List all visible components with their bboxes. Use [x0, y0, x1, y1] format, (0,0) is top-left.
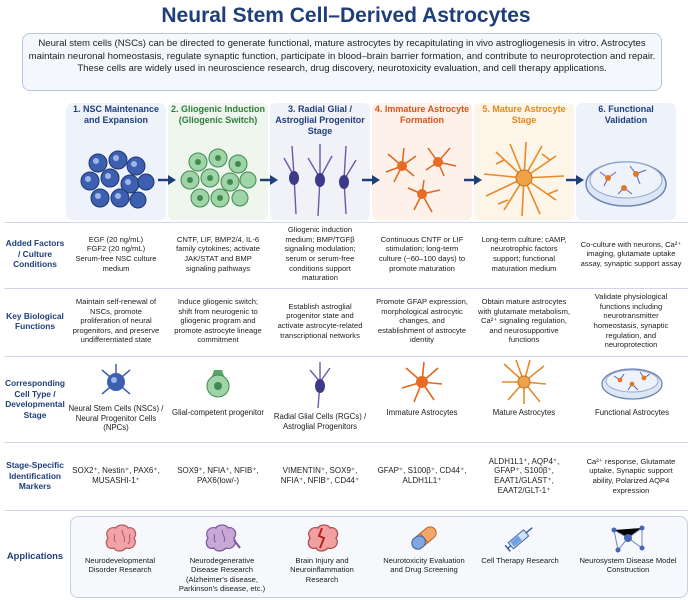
immature-astrocyte-cell-icon — [401, 361, 443, 403]
page-title: Neural Stem Cell–Derived Astrocytes — [161, 4, 531, 27]
app-label: Cell Therapy Research — [481, 556, 559, 565]
factors-cell: Co-culture with neurons, Ca²⁺ imaging, g… — [580, 239, 682, 268]
petri-dish-icon — [585, 161, 667, 207]
markers-cell: ALDH1L1⁺, AQP4⁺, GFAP⁺, S100β⁺, EAAT1/GL… — [488, 456, 560, 495]
app-label: Neurodevelopmental Disorder Research — [84, 556, 156, 575]
stage-4-heading: 4. Immature Astrocyte Formation — [374, 104, 470, 125]
arrow-right-icon — [362, 175, 380, 185]
markers-cell: SOX9⁺, NFIA⁺, NFIB⁺, PAX6(low/-) — [177, 466, 259, 485]
brain-degenerative-icon — [205, 524, 241, 552]
stage-1-heading: 1. NSC Maintenance and Expansion — [72, 104, 160, 125]
row-label-markers: Stage-Specific Identification Markers — [6, 460, 64, 492]
mature-astrocyte-icon — [483, 141, 565, 217]
nsc-cell-icon — [101, 364, 131, 395]
app-label: Neurotoxicity Evaluation and Drug Screen… — [383, 556, 465, 575]
app-item: Brain Injury and Neuroinflammation Resea… — [276, 522, 368, 584]
brain-icon — [105, 524, 137, 552]
functions-cell: Promote GFAP expression, morphological a… — [376, 297, 468, 345]
capsule-icon — [411, 526, 437, 550]
intro-text: Neural stem cells (NSCs) can be directed… — [22, 33, 662, 91]
stage-3-heading: 3. Radial Glial / Astroglial Progenitor … — [275, 104, 365, 136]
factors-cell: Long-term culture; cAMP, neurotrophic fa… — [481, 234, 567, 273]
stage-2-heading: 2. Gliogenic Induction (Gliogenic Switch… — [170, 104, 265, 125]
arrow-right-icon — [464, 175, 482, 185]
functions-cell: Validate physiological functions includi… — [593, 292, 669, 350]
stage-column-bg — [372, 103, 472, 220]
immature-astrocyte-icon — [385, 147, 457, 213]
arrow-right-icon — [566, 175, 584, 185]
app-item: Cell Therapy Research — [474, 522, 566, 565]
petri-dish-small-icon — [601, 368, 663, 400]
functions-cell: Establish astroglial progenitor state an… — [277, 301, 363, 340]
row-divider — [4, 442, 688, 443]
app-label: Neurosystem Disease Model Construction — [579, 556, 677, 575]
factors-cell: CNTF, LIF, BMP2/4, IL-6 family cytokines… — [176, 234, 260, 273]
row-divider — [4, 510, 688, 511]
nsc-cluster-icon — [80, 150, 155, 209]
network-icon — [611, 525, 645, 553]
row-label-factors: Added Factors / Culture Conditions — [5, 238, 65, 270]
mature-astrocyte-cell-icon — [502, 359, 547, 404]
stage-5-heading: 5. Mature Astrocyte Stage — [482, 104, 566, 125]
app-label: Brain Injury and Neuroinflammation Resea… — [290, 556, 354, 584]
brain-injury-icon — [307, 524, 339, 552]
app-item: Neurosystem Disease Model Construction — [578, 522, 678, 575]
arrow-right-icon — [260, 175, 278, 185]
celltype-label: Immature Astrocytes — [386, 408, 458, 417]
celltype-label: Functional Astrocytes — [594, 408, 670, 417]
factors-cell: Continuous CNTF or LIF stimulation; long… — [378, 234, 466, 273]
stage-column-bg — [474, 103, 574, 220]
syringe-icon — [504, 527, 533, 552]
app-item: Neurotoxicity Evaluation and Drug Screen… — [378, 522, 470, 575]
row-divider — [4, 222, 688, 223]
functions-cell: Maintain self-renewal of NSCs, promote p… — [72, 297, 160, 345]
markers-cell: GFAP⁺, S100β⁺, CD44⁺, ALDH1L1⁺ — [377, 466, 467, 485]
radial-glia-icon — [283, 144, 357, 217]
row-label-functions: Key Biological Functions — [6, 310, 64, 332]
celltype-label: Glial-competent progenitor — [172, 408, 264, 417]
applications-panel — [70, 516, 688, 598]
glial-progenitor-cell-icon — [206, 370, 230, 398]
celltype-label: Mature Astrocytes — [492, 408, 556, 417]
celltype-label: Radial Glial Cells (RGCs) / Astroglial P… — [273, 412, 367, 431]
applications-label: Applications — [6, 549, 64, 561]
app-item: Neurodegenerative Disease Research (Alzh… — [176, 522, 268, 594]
row-divider — [4, 288, 688, 289]
markers-cell: VIMENTIN⁺, SOX9⁺, NFIA⁺, NFIB⁺, CD44⁺ — [280, 466, 360, 485]
app-item: Neurodevelopmental Disorder Research — [74, 522, 166, 575]
radial-glial-cell-icon — [309, 362, 331, 409]
factors-cell: EGF (20 ng/mL) FGF2 (20 ng/mL) Serum-fre… — [75, 234, 157, 273]
stage-6-heading: 6. Functional Validation — [598, 104, 654, 125]
app-label: Neurodegenerative Disease Research (Alzh… — [178, 556, 266, 594]
factors-cell: Gliogenic induction medium; BMP/TGFβ sig… — [284, 225, 356, 283]
functions-cell: Induce gliogenic switch; shift from neur… — [174, 297, 262, 345]
row-divider — [4, 356, 688, 357]
arrow-right-icon — [158, 175, 176, 185]
celltype-label: Neural Stem Cells (NSCs) / Neural Progen… — [68, 404, 164, 433]
markers-cell: Ca²⁺ response, Glutamate uptake, Synapti… — [586, 456, 676, 495]
functions-cell: Obtain mature astrocytes with glutamate … — [478, 297, 571, 345]
glial-progenitor-cluster-icon — [180, 148, 257, 208]
markers-cell: SOX2⁺, Nestin⁺, PAX6⁺, MUSASHI-1⁺ — [72, 466, 160, 485]
row-label-celltype: Corresponding Cell Type / Developmental … — [4, 378, 66, 420]
